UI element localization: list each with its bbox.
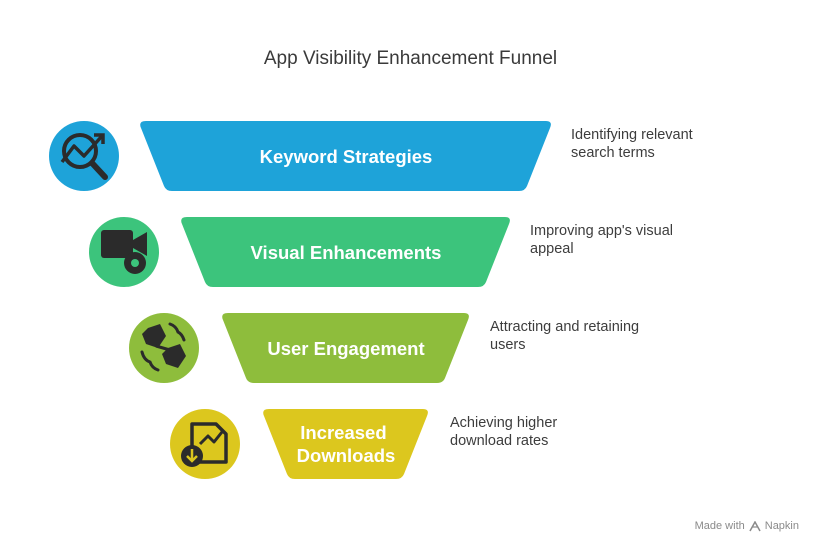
funnel-label-2: Visual Enhancements <box>251 242 442 263</box>
stage-1-description-line1: Identifying relevant <box>571 127 693 143</box>
stage-2-description: Improving app's visual appeal <box>530 222 690 258</box>
funnel-stage-4: Increased Downloads <box>263 409 428 479</box>
stage-4-description-line1: Achieving higher <box>450 415 558 431</box>
funnel-label-4-line1: Increased <box>300 422 386 443</box>
stage-3-description-line1: Attracting and retaining <box>490 319 640 335</box>
stage-3-description-line2: users <box>490 337 526 353</box>
handshake-puzzle-icon <box>129 313 199 383</box>
funnel-label-4-line2: Downloads <box>297 445 396 466</box>
download-chart-icon <box>170 409 240 479</box>
funnel-stage-1: Keyword Strategies <box>140 121 551 191</box>
stage-1-description: Identifying relevant search terms <box>571 126 731 162</box>
funnel-stage-3: User Engagement <box>222 313 469 383</box>
stage-4-description-line2: download rates <box>450 433 549 449</box>
stage-2-description-line1: Improving app's visual <box>530 223 674 239</box>
credit-text: Made with <box>694 520 745 532</box>
stage-3-description: Attracting and retaining users <box>490 318 650 354</box>
napkin-logo-icon <box>749 520 761 531</box>
funnel-band-3 <box>222 313 469 383</box>
funnel-label-1: Keyword Strategies <box>260 146 433 167</box>
stage-2-description-line2: appeal <box>530 241 574 257</box>
made-with-credit[interactable]: Made with Napkin <box>695 520 799 532</box>
credit-brand: Napkin <box>764 520 799 532</box>
stage-4-description: Achieving higher download rates <box>450 414 610 450</box>
diagram-title: App Visibility Enhancement Funnel <box>263 48 558 69</box>
magnifier-trend-icon <box>49 121 119 191</box>
funnel-band-1 <box>140 121 551 191</box>
stage-1-description-line2: search terms <box>571 145 655 161</box>
video-camera-icon <box>89 217 159 287</box>
funnel-band-2 <box>181 217 510 287</box>
funnel-stage-2: Visual Enhancements <box>181 217 510 287</box>
funnel-band-4 <box>263 409 428 479</box>
funnel-label-4: Increased Downloads <box>297 422 396 466</box>
funnel-label-3: User Engagement <box>267 338 424 359</box>
